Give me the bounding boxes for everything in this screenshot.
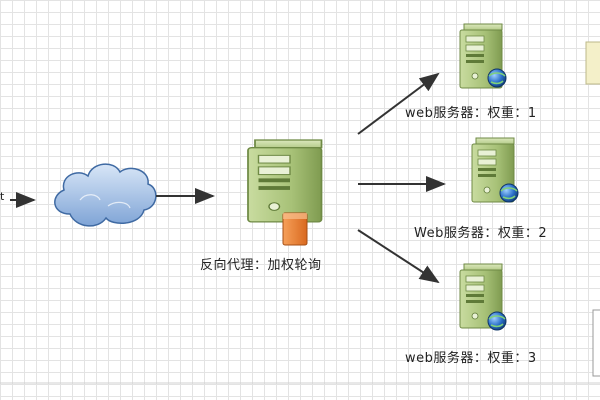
- server-3-label: web服务器：权重：3: [405, 351, 537, 366]
- partial-box-bottom-right: [592, 309, 600, 377]
- globe-icon: [499, 183, 519, 203]
- globe-icon: [487, 311, 507, 331]
- client-label: t: [0, 190, 5, 203]
- server-1-label: web服务器：权重：1: [405, 106, 537, 121]
- cloud-icon: [54, 163, 157, 227]
- server-2-label: Web服务器：权重：2: [414, 226, 548, 241]
- partial-box-top-right: [585, 41, 600, 85]
- proxy-label: 反向代理：加权轮询: [200, 258, 322, 273]
- proxy-server-icon: [247, 139, 323, 223]
- globe-icon: [487, 68, 507, 88]
- lock-icon: [282, 212, 308, 246]
- proxy-to-server-1-arrow: [357, 72, 440, 135]
- proxy-to-server-3-arrow: [357, 229, 440, 284]
